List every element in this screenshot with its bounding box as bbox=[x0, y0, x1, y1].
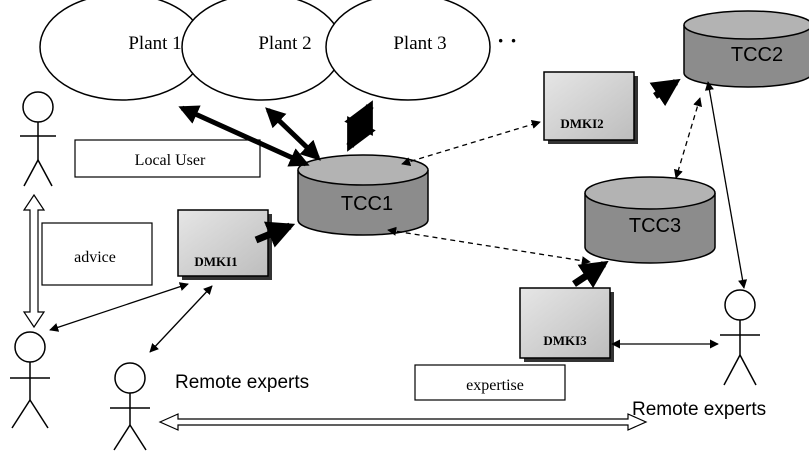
dmki1-module: DMKI1 bbox=[177, 209, 272, 280]
plant-3-label: Plant 3 bbox=[393, 33, 446, 54]
plant-1: Plant 1 bbox=[39, 0, 205, 101]
dmki1-center-expert-link bbox=[149, 285, 213, 353]
dmki1-left-expert-link bbox=[49, 282, 189, 332]
experts-horizontal-double-arrow bbox=[158, 413, 648, 431]
advice-label: advice bbox=[74, 249, 116, 266]
advice-vertical-double-arrow bbox=[22, 193, 46, 329]
center-expert-person-icon bbox=[110, 362, 150, 451]
dmki2-module: DMKI2 bbox=[543, 71, 638, 144]
tcc2-label: TCC2 bbox=[731, 44, 783, 66]
more-plants-ellipsis: · · bbox=[497, 28, 517, 53]
expertise-label: expertise bbox=[466, 377, 524, 394]
remote-experts-right-label: Remote experts bbox=[632, 399, 766, 420]
dmki2-tcc2-link bbox=[649, 78, 681, 107]
local-user-person-icon bbox=[20, 91, 56, 187]
tcc1-dmki2-dashed-link bbox=[401, 120, 541, 166]
plant3-tcc1-arrow bbox=[344, 100, 376, 152]
tcc1-tcc3-dashed-link bbox=[387, 226, 591, 266]
remote-experts-center-label: Remote experts bbox=[175, 372, 309, 393]
local-user-label: Local User bbox=[135, 152, 206, 169]
tcc1-label: TCC1 bbox=[341, 193, 393, 215]
left-expert-person-icon bbox=[10, 331, 50, 429]
plant-1-label: Plant 1 bbox=[128, 33, 181, 54]
tcc1-database: TCC1 bbox=[297, 154, 429, 236]
tcc2-tcc3-dashed-link bbox=[673, 97, 703, 179]
expertise-box: expertise bbox=[414, 364, 566, 401]
tcc2-right-expert-link bbox=[704, 81, 748, 289]
dmki3-module: DMKI3 bbox=[519, 287, 614, 362]
advice-box: advice bbox=[41, 222, 153, 286]
dmki3-tcc3-link bbox=[572, 260, 609, 289]
right-expert-person-icon bbox=[720, 289, 760, 386]
local-user-box: Local User bbox=[74, 139, 261, 178]
plant-2-label: Plant 2 bbox=[258, 33, 311, 54]
dmki2-label: DMKI2 bbox=[560, 116, 603, 131]
dmki1-label: DMKI1 bbox=[194, 254, 237, 269]
tcc2-database: TCC2 bbox=[683, 10, 809, 88]
plant-2: Plant 2 bbox=[181, 0, 343, 101]
tcc3-database: TCC3 bbox=[584, 176, 716, 264]
dmki1-tcc1-link bbox=[254, 221, 296, 248]
plant2-tcc1-arrow bbox=[265, 107, 321, 161]
dmki3-label: DMKI3 bbox=[543, 333, 587, 348]
tcc3-label: TCC3 bbox=[629, 215, 681, 237]
plant-3: Plant 3 bbox=[325, 0, 491, 101]
